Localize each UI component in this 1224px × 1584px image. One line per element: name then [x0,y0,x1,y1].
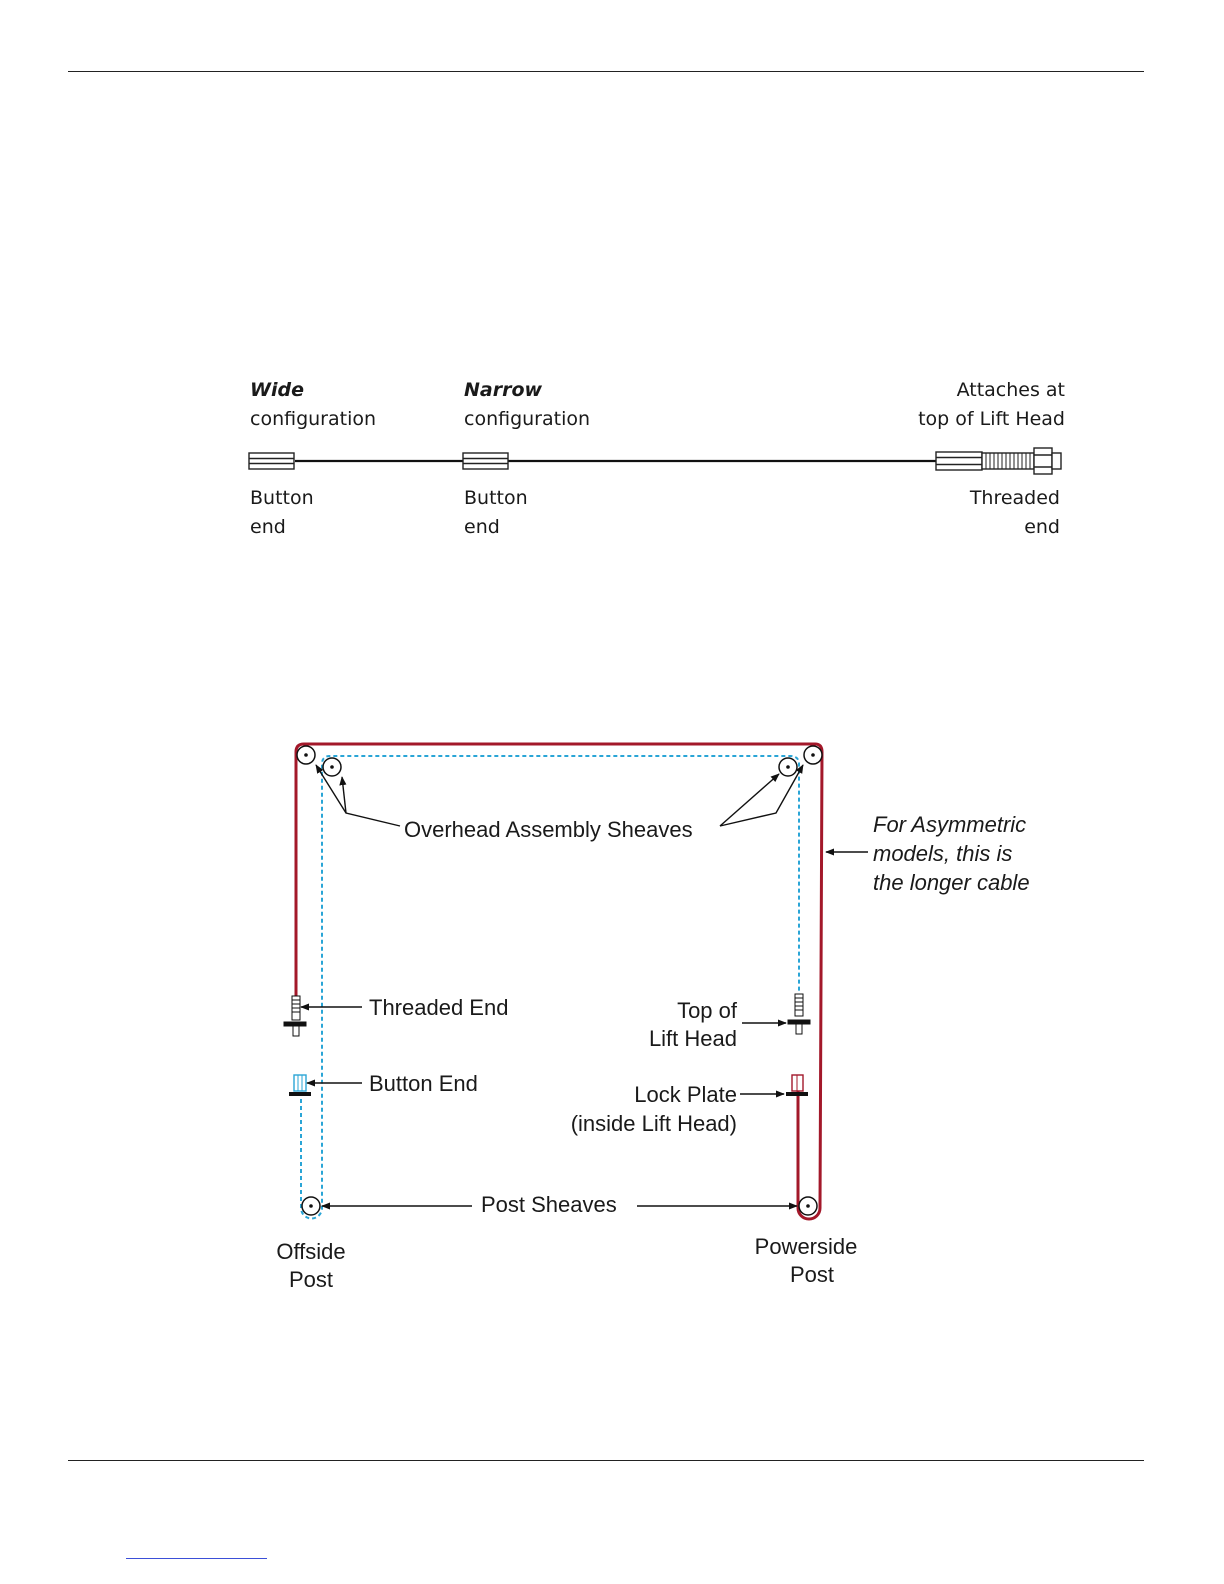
narrow-button-end-line1: Button [464,487,528,509]
wide-button-end-line1: Button [250,487,314,509]
threaded-end-label: Threaded End [369,995,509,1020]
overhead-sheaves-label: Overhead Assembly Sheaves [404,817,693,842]
footer-link-underline[interactable] [126,1558,267,1559]
threaded-end-line1: Threaded [969,487,1060,509]
top-of-lift-head-line2: Lift Head [648,1026,737,1051]
narrow-subtitle: configuration [464,408,591,430]
post-sheaves-label: Post Sheaves [481,1192,617,1217]
button-end-fitting-icon [289,1074,311,1096]
offside-post-line1: Offside [276,1239,346,1264]
narrow-button-end-icon [462,452,509,470]
footer-rule [68,1460,1144,1461]
threaded-end-line2: end [1024,516,1060,538]
cable-diagram [248,447,1062,475]
attach-label-line2: top of Lift Head [918,408,1065,430]
wide-button-end-line2: end [250,516,286,538]
attach-label-line1: Attaches at [956,379,1065,401]
wide-title: Wide [250,379,304,401]
threaded-end-fitting-icon [283,995,307,1037]
top-of-lift-head-fitting-icon [787,993,811,1035]
wide-subtitle: configuration [250,408,377,430]
asym-note-line1: For Asymmetric [873,812,1027,837]
powerside-post-line2: Post [790,1262,835,1287]
red-cable [294,742,824,1221]
button-end-label: Button End [369,1071,478,1096]
asym-note-line3: the longer cable [873,870,1030,895]
wide-button-end-icon [248,452,295,470]
overhead-leader-right [719,764,804,827]
routing-diagram [283,742,868,1221]
narrow-button-end-line2: end [464,516,500,538]
offside-post-line2: Post [288,1267,334,1292]
asym-note-line2: models, this is [873,841,1013,866]
powerside-post-line1: Powerside [754,1234,858,1259]
top-of-lift-head-line1: Top of [677,998,737,1023]
lock-plate-line2: (inside Lift Head) [570,1111,737,1136]
header-rule [68,71,1144,72]
narrow-title: Narrow [464,379,543,401]
blue-cable [300,755,800,1220]
lock-plate-line1: Lock Plate [634,1082,737,1107]
lock-plate-fitting-icon [786,1074,808,1096]
threaded-end-icon [935,447,1062,475]
